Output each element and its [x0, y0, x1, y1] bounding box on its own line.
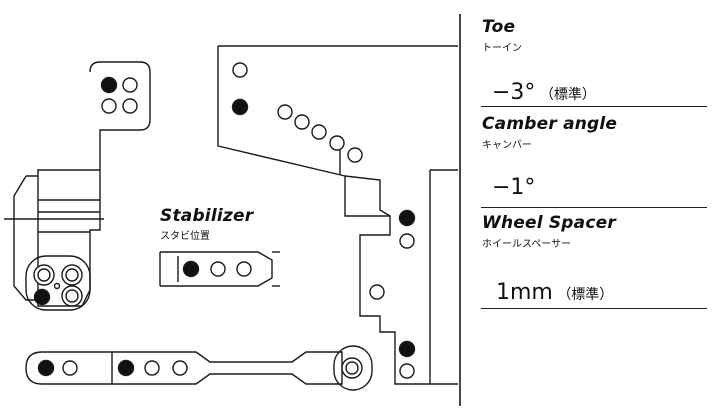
spacer-value: 1mm [496, 280, 553, 305]
stabilizer-subtitle: スタビ位置 [160, 231, 210, 242]
camber-value: −1° [492, 175, 536, 200]
toe-title: Toe [482, 17, 516, 37]
toe-value: −3° [492, 80, 536, 105]
lower-arm-holes [37, 357, 363, 379]
toe-value-row: −3° （標準） [492, 80, 596, 105]
toe-subtitle: トーイン [482, 43, 522, 54]
toe-rule [481, 106, 707, 107]
chassis-holes [231, 62, 416, 379]
toe-note: （標準） [539, 87, 596, 103]
spacer-value-row: 1mm （標準） [496, 280, 613, 305]
spacer-rule [481, 308, 707, 309]
camber-value-row: −1° [492, 175, 535, 200]
knuckle-holes [33, 76, 138, 307]
knuckle [4, 61, 151, 311]
camber-title: Camber angle [482, 114, 618, 134]
camber-rule [481, 207, 707, 208]
spacer-note: （標準） [557, 287, 614, 303]
chassis-plate [217, 45, 458, 385]
spacer-title: Wheel Spacer [482, 213, 616, 233]
camber-subtitle: キャンバー [482, 140, 532, 151]
stabilizer-title: Stabilizer [160, 206, 254, 226]
stabilizer-part [159, 251, 280, 287]
lower-arm [25, 345, 373, 391]
spacer-subtitle: ホイールスペーサー [482, 239, 572, 250]
